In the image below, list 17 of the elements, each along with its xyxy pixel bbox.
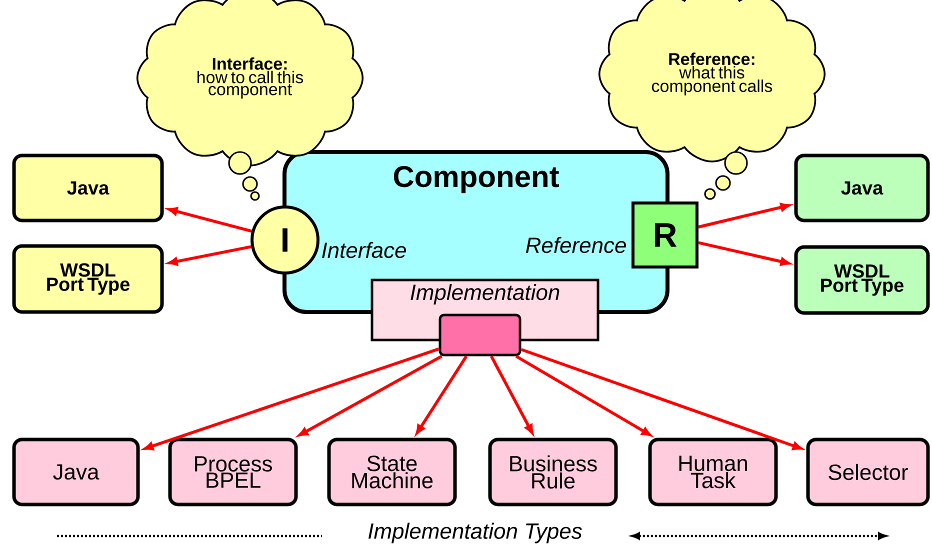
reference-type-box: WSDL Port Type — [794, 245, 930, 315]
implementation-type-box: Business Rule — [488, 438, 618, 506]
axis-label: Implementation Types — [368, 522, 582, 544]
implementation-type-box: Human Task — [648, 438, 778, 506]
implementation-type-box: Selector — [806, 438, 930, 506]
interface-type-box: WSDL Port Type — [12, 244, 164, 314]
reference-type-box: Java — [794, 154, 930, 222]
implementation-type-box: Process BPEL — [168, 438, 298, 506]
reference-square: R — [632, 202, 698, 268]
interface-type-box: Java — [12, 154, 164, 222]
implementation-type-box: State Machine — [327, 438, 457, 506]
connector-box — [438, 314, 522, 356]
implementation-type-box: Java — [12, 438, 140, 506]
thought-cloud: Interface: how to call this component — [136, 0, 364, 166]
port-label: Reference — [526, 236, 626, 254]
thought-cloud: Reference: what this component calls — [598, 0, 826, 162]
port-label: Interface — [322, 242, 406, 258]
